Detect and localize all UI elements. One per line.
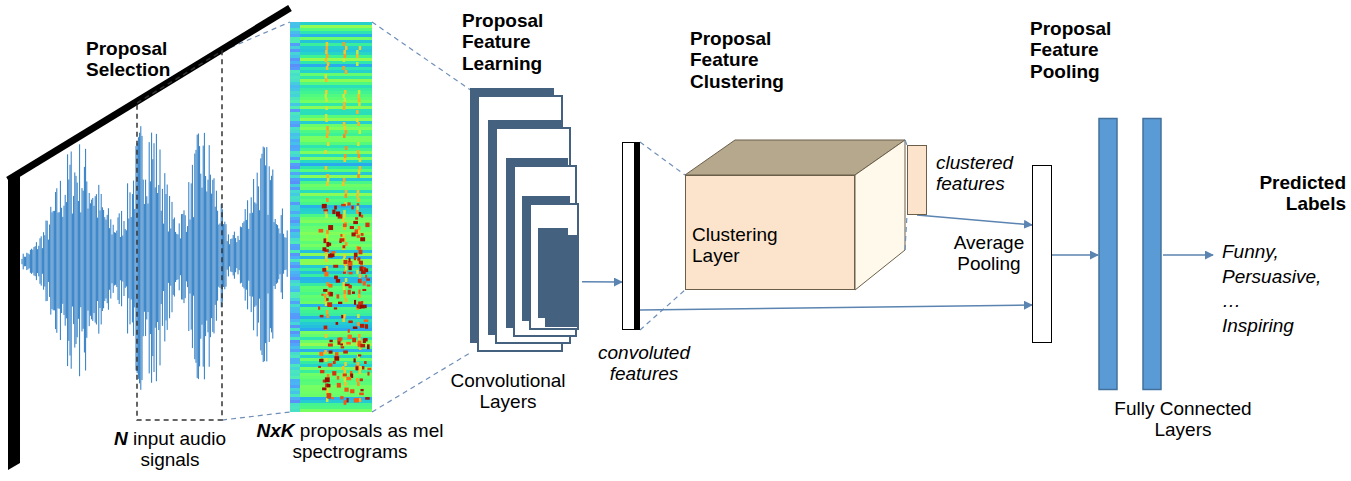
class-list: Funny, Persuasive, … Inspiring	[1222, 240, 1342, 339]
clustered-vector: clustered features	[907, 145, 927, 215]
stage-heading: Proposal Feature Pooling	[1030, 18, 1130, 82]
node-text: Fully Connected Layers	[1108, 398, 1258, 441]
clustering-box: Clustering Layer	[685, 175, 855, 290]
vector-face	[623, 143, 635, 330]
fc-layers-shape	[1098, 118, 1162, 390]
vector-side	[634, 142, 640, 330]
proposal-window	[137, 51, 222, 420]
feature-vector-shape	[622, 142, 640, 330]
projection-line	[640, 142, 685, 330]
cube-side-face	[855, 140, 905, 290]
pooling-box: Average Pooling	[1032, 165, 1052, 343]
flow-arrow	[917, 215, 1032, 225]
node-text: Clustering Layer	[692, 224, 804, 267]
node-text: Average Pooling	[949, 232, 1029, 275]
spectrogram-block-shape	[290, 22, 372, 412]
conv-layers-shape	[466, 86, 582, 358]
stage-heading: Predicted Labels	[1250, 172, 1346, 215]
spectrogram	[290, 22, 372, 412]
projection-line	[222, 22, 290, 420]
flow-arrow	[582, 281, 622, 283]
panel-left-edge	[8, 173, 20, 470]
projection-line	[372, 22, 471, 412]
flow-arrow	[640, 305, 1032, 310]
node-text: NxK proposals as mel spectrograms	[255, 420, 445, 463]
stage-heading: Proposal Feature Clustering	[690, 28, 802, 92]
layer-slab	[514, 166, 576, 336]
layer-slab	[530, 204, 578, 329]
fc-bar	[1143, 119, 1161, 390]
stage-heading: Proposal Feature Learning	[462, 10, 562, 74]
fc-layers: Fully Connected Layers	[1098, 118, 1162, 390]
conv-layers: Convolutional Layers	[466, 86, 582, 358]
spectrogram-block: NxK proposals as mel spectrograms	[290, 22, 372, 412]
output-arrow	[1163, 254, 1213, 256]
fc-bar	[1099, 119, 1117, 390]
node-text: Convolutional Layers	[443, 370, 573, 413]
feature-vector: convoluted features	[622, 142, 640, 330]
panel-top-edge	[8, 8, 290, 180]
layer-slab	[546, 236, 576, 326]
waveform	[22, 126, 287, 390]
node-text: convoluted features	[592, 342, 696, 385]
node-text: N input audio signals	[105, 428, 235, 471]
node-text: clustered features	[936, 152, 1026, 195]
stage-heading: Proposal Selection	[86, 38, 186, 81]
flow-arrow	[1052, 254, 1098, 256]
